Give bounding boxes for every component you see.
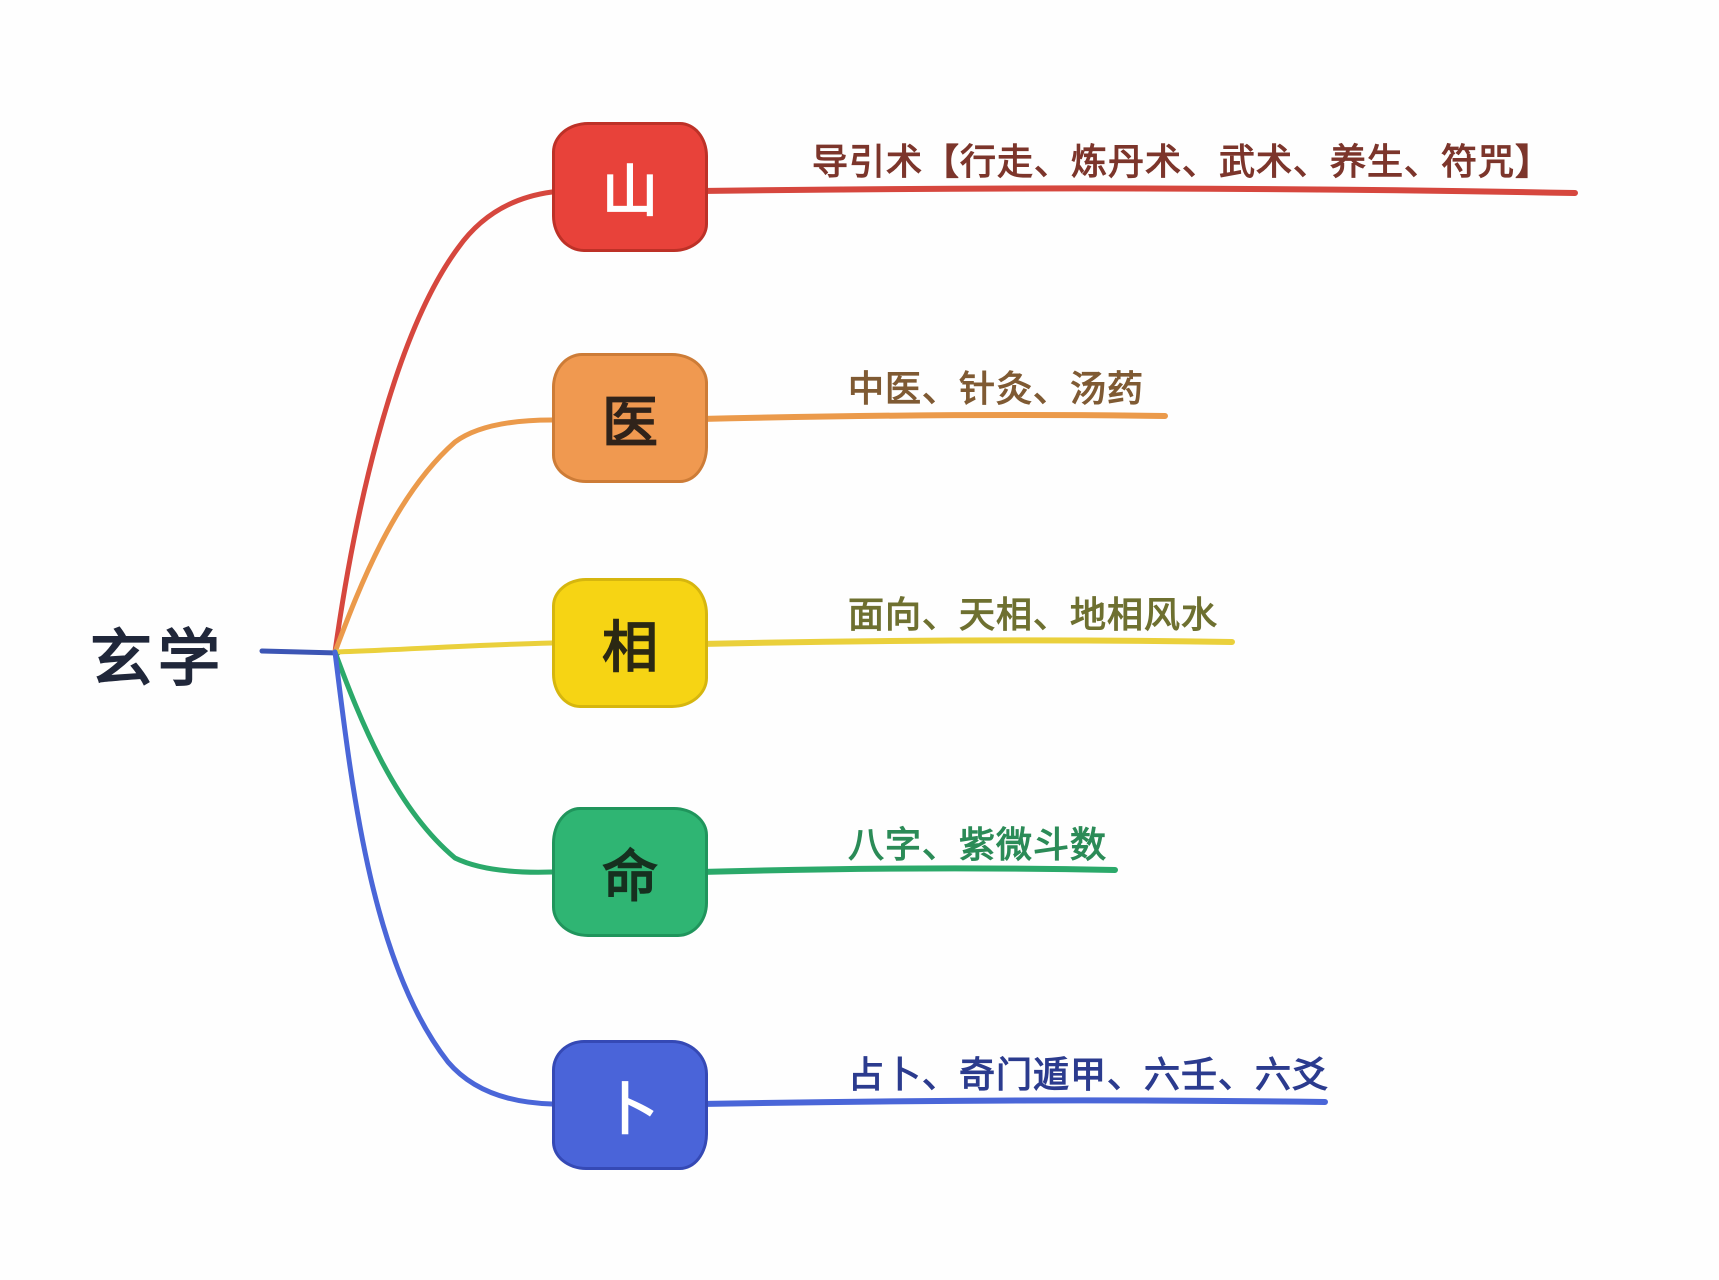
branch-underline-shan — [697, 185, 1578, 196]
node-bu[interactable]: 卜 — [552, 1040, 708, 1170]
root-topic[interactable]: 玄学 — [89, 622, 226, 695]
branch-label-ming[interactable]: 八字、紫微斗数 — [848, 825, 1108, 866]
branch-label-yi[interactable]: 中医、针灸、汤药 — [848, 369, 1145, 410]
node-bu-label: 卜 — [602, 1077, 658, 1143]
root-connector — [259, 648, 341, 656]
branch-label-bu[interactable]: 占卜、奇门遁甲、六壬、六爻 — [848, 1055, 1330, 1096]
node-yi[interactable]: 医 — [552, 353, 708, 483]
branch-underline-ming — [697, 865, 1118, 875]
node-yi-label: 医 — [602, 390, 658, 456]
branch-connector-ming — [332, 649, 555, 875]
branch-connector-shan — [332, 189, 555, 655]
branch-connector-xiang — [332, 640, 555, 655]
node-ming[interactable]: 命 — [552, 807, 708, 937]
node-xiang[interactable]: 相 — [552, 578, 708, 708]
branch-underline-bu — [697, 1097, 1328, 1107]
branch-connector-bu — [332, 649, 555, 1107]
node-shan[interactable]: 山 — [552, 122, 708, 252]
branch-underline-yi — [697, 412, 1168, 422]
branch-label-shan[interactable]: 导引术【行走、炼丹术、武术、养生、符咒】 — [812, 142, 1553, 183]
branch-connector-yi — [332, 417, 555, 655]
branch-label-xiang[interactable]: 面向、天相、地相风水 — [848, 595, 1219, 636]
node-xiang-label: 相 — [602, 615, 658, 681]
branch-underline-xiang — [697, 637, 1235, 647]
node-shan-label: 山 — [602, 159, 658, 225]
node-ming-label: 命 — [602, 844, 658, 910]
